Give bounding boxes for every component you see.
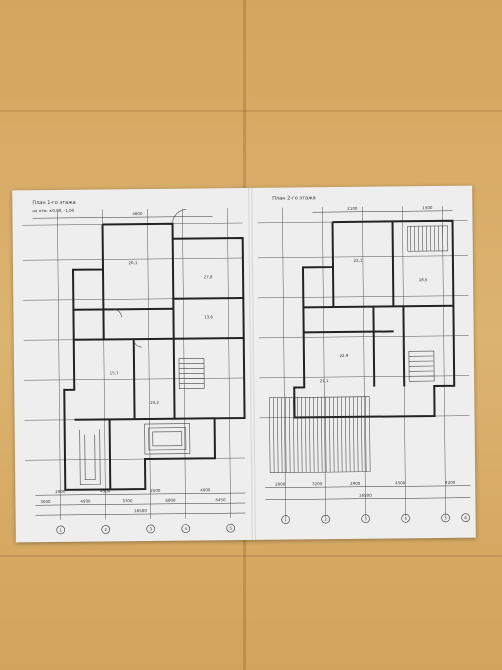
right-dim-top-0: 2100 (347, 206, 358, 211)
right-axis-bubble-6: 6 (464, 515, 467, 520)
left-axis-bubble-1: 1 (59, 527, 62, 532)
floor-plan-left: План 1-го этажа на отм. ±0,00, -1,00 (12, 188, 252, 542)
left-plan-subheader: на отм. ±0,00, -1,00 (32, 207, 75, 214)
left-dim-top-0: 4600 (132, 211, 143, 216)
blueprint-sheet: План 1-го этажа на отм. ±0,00, -1,00 (12, 185, 476, 543)
right-room-area-0: 22,1 (353, 258, 362, 263)
left-dim-b1-0: 2000 (55, 489, 66, 494)
right-dim-b1-4: 4200 (445, 480, 456, 485)
right-plan-header: План 2-го этажа (272, 195, 316, 202)
right-room-area-3: 21,1 (320, 378, 329, 383)
right-plan-drawing: 1 2 3 4 5 6 2100 1500 22,1 18,5 22,9 21,… (257, 205, 471, 524)
right-axis-bubble-1: 1 (284, 517, 287, 522)
left-dim-b2-4: 4450 (215, 497, 226, 502)
right-dim-b1-2: 2900 (350, 481, 361, 486)
left-axis-bubble-4: 4 (184, 526, 187, 531)
right-axis-bubble-2: 2 (324, 517, 327, 522)
left-dim-b2-2: 3700 (122, 498, 133, 503)
left-room-area-4: 19,2 (150, 400, 159, 405)
left-room-area-2: 15,7 (110, 370, 119, 375)
left-room-area-1: 27,8 (204, 274, 213, 279)
left-axis-bubble-5: 5 (229, 526, 232, 531)
left-axis-bubble-3: 3 (149, 526, 152, 531)
floor-plan-right: План 2-го этажа (252, 186, 476, 540)
right-dim-b1-0: 2000 (275, 482, 286, 487)
paper-fold-horizontal-bottom (0, 555, 502, 557)
right-room-area-2: 22,9 (339, 353, 348, 358)
left-dim-b2-1: 4500 (80, 499, 91, 504)
left-plan-drawing: 1 2 3 4 5 4600 20,1 27,8 15,7 13,6 19,2 … (22, 208, 246, 535)
right-axis-bubble-5: 5 (444, 515, 447, 520)
right-dim-total: 16500 (359, 493, 372, 498)
left-room-area-3: 13,6 (204, 314, 213, 319)
right-axis-bubble-4: 4 (404, 516, 407, 521)
right-room-area-1: 18,5 (419, 277, 428, 282)
left-room-area-0: 20,1 (128, 260, 137, 265)
left-dim-b1-1: 4500 (100, 488, 111, 493)
left-plan-header: План 1-го этажа (32, 199, 76, 207)
left-dim-total: 16500 (134, 508, 147, 513)
left-dim-b2-0: 3000 (40, 499, 51, 504)
left-axis-bubble-2: 2 (104, 527, 107, 532)
right-dim-b1-3: 4500 (395, 480, 406, 485)
right-axis-bubble-3: 3 (364, 516, 367, 521)
right-dim-b1-1: 3200 (312, 481, 323, 486)
left-dim-b1-2: 2500 (150, 488, 161, 493)
left-dim-b2-3: 6000 (165, 498, 176, 503)
left-dim-b1-3: 4000 (200, 487, 211, 492)
paper-fold-horizontal-top (0, 110, 502, 112)
right-dim-top-1: 1500 (422, 205, 433, 210)
